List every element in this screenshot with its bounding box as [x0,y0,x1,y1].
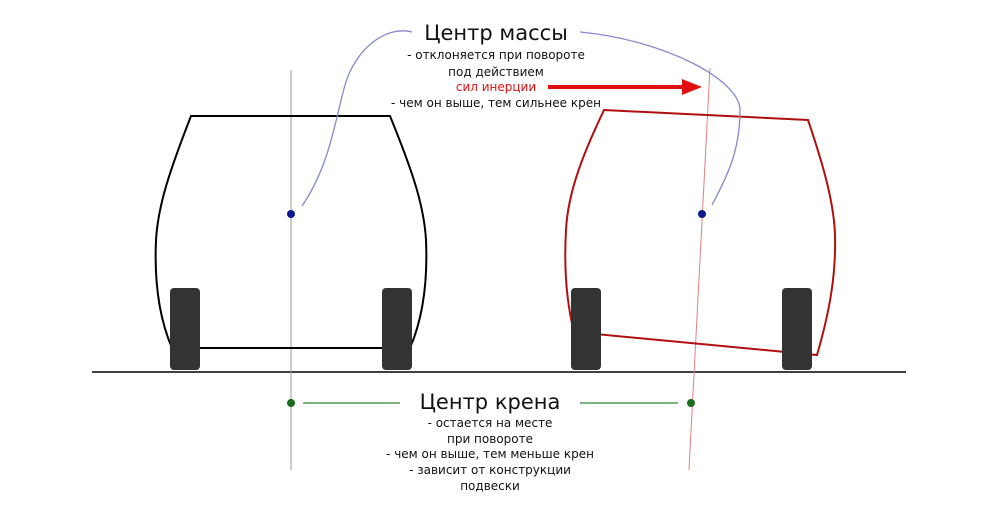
center-roll-line-1: - остается на месте [428,416,553,430]
car-rolled [564,67,837,471]
tire-right-rear [782,288,812,370]
mass-center-dot-upright [287,210,295,218]
center-mass-line-4: - чем он выше, тем сильнее крен [391,96,601,110]
center-roll-line-5: подвески [460,479,520,493]
center-mass-title: Центр массы [424,21,568,45]
roll-center-dot-rolled [687,399,695,407]
center-mass-line-2: под действием [448,65,544,79]
arrow-right-icon [548,79,702,95]
roll-center-dot-upright [287,399,295,407]
tire-left-front [170,288,200,370]
mass-leader-right [579,31,741,206]
center-mass-line-inertia: сил инерции [456,80,536,94]
mass-leader-left [301,30,413,207]
vertical-axis-rolled [688,67,711,471]
tire-right-front [571,288,601,370]
center-roll-line-3: - чем он выше, тем меньше крен [386,447,594,461]
center-roll-title: Центр крена [420,390,561,414]
center-roll-line-4: - зависит от конструкции [409,463,571,477]
car-upright [154,70,428,470]
center-roll-line-2: при повороте [447,432,533,446]
mass-center-dot-rolled [698,210,706,218]
tire-left-rear [382,288,412,370]
car-body-rolled [564,108,837,357]
center-mass-line-1: - отклоняется при повороте [407,48,585,62]
